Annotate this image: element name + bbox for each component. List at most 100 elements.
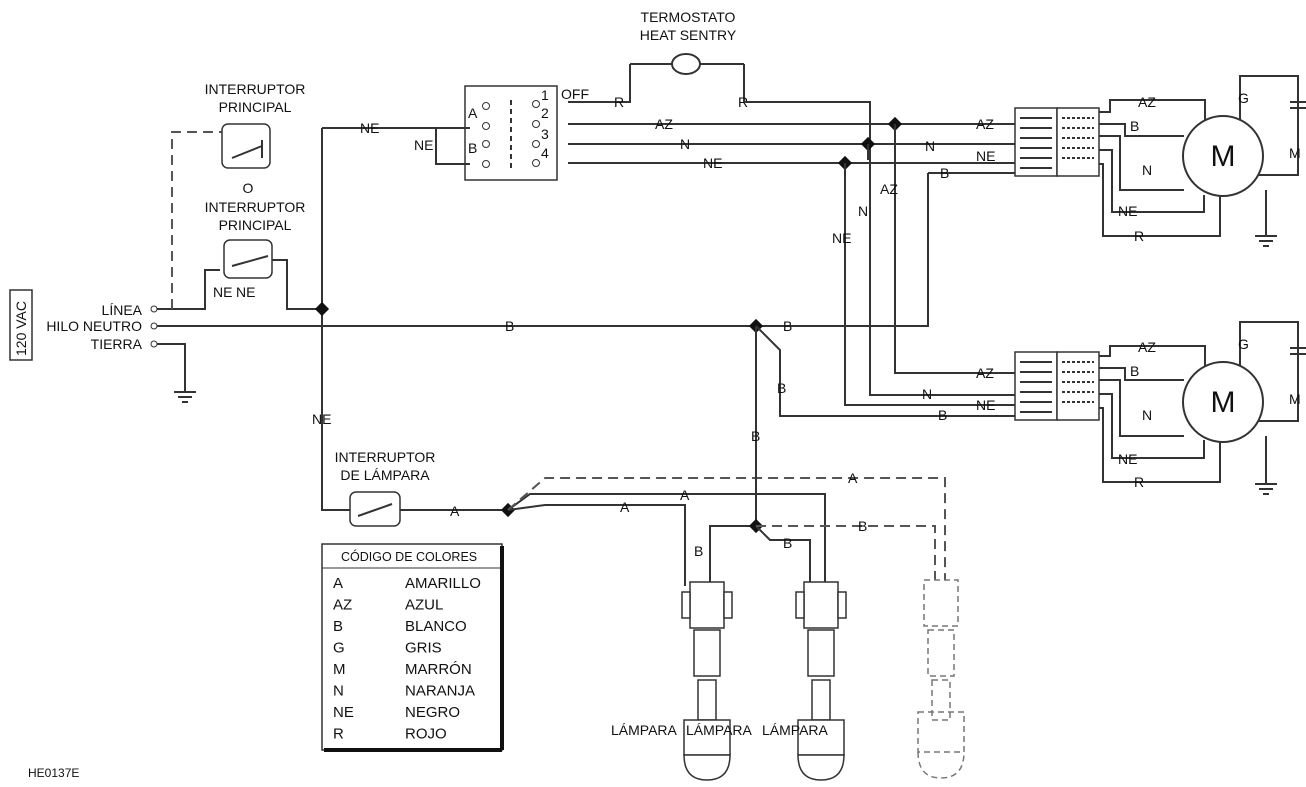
m1-b: B (1130, 118, 1139, 134)
lamp-label-3: LÁMPARA (762, 722, 829, 738)
a-wire-4: A (848, 470, 858, 486)
m1-r: R (1134, 228, 1144, 244)
r-right: R (738, 94, 748, 110)
b-wire-l3: B (858, 518, 867, 534)
n-wire-1: N (680, 136, 690, 152)
ne-wire-top: NE (360, 120, 379, 136)
m2-n: N (1142, 407, 1152, 423)
m2-az: AZ (1138, 339, 1156, 355)
n-wire-2: N (925, 138, 935, 154)
az-wire-lower: AZ (976, 365, 994, 381)
pin-2: 2 (541, 105, 549, 121)
legend-box (321, 543, 503, 751)
ne-wire-1: NE (703, 155, 722, 171)
ne-wire-lower: NE (976, 397, 995, 413)
power-supply: 120 VAC LÍNEA HILO NEUTRO TIERRA (9, 131, 755, 403)
m2-m: M (1289, 391, 1301, 407)
legend-code: R (333, 726, 344, 743)
b-wire-l1: B (694, 543, 703, 559)
selector-a: A (468, 105, 478, 121)
pin-3: 3 (541, 126, 549, 142)
ground-symbol-supply (174, 391, 196, 403)
legend-code: M (333, 661, 346, 678)
b-wire-top: B (940, 165, 949, 181)
legend-color-name: MARRÓN (405, 661, 472, 678)
legend-title: CÓDIGO DE COLORES (341, 549, 477, 564)
lamp-1 (681, 581, 733, 781)
az-wire-1: AZ (655, 116, 673, 132)
m2-b: B (1130, 363, 1139, 379)
lamp-2 (795, 581, 847, 781)
legend-code: N (333, 683, 344, 700)
b-wire-main: B (505, 318, 514, 334)
motor-2: M AZ B N NE R G M (1014, 321, 1306, 495)
b-wire-l2: B (783, 535, 792, 551)
b-wire-lower: B (777, 380, 786, 396)
selector-b: B (468, 140, 477, 156)
m1-g: G (1238, 90, 1249, 106)
m2-ne: NE (1118, 451, 1137, 467)
legend-code: G (333, 640, 345, 657)
off-label: OFF (561, 86, 589, 102)
pin-1: 1 (541, 87, 549, 103)
lamp-3-optional (917, 579, 965, 779)
lamp-label-2: LÁMPARA (686, 722, 753, 738)
voltage-label: 120 VAC (13, 301, 29, 356)
pin-4: 4 (541, 145, 549, 161)
ne-wire-v: NE (832, 230, 851, 246)
r-left: R (614, 94, 624, 110)
selector-ne: NE (414, 137, 433, 153)
a-wire-lamp: A (450, 503, 460, 519)
a-wire-3: A (680, 487, 690, 503)
motor-1-symbol: M (1211, 140, 1236, 173)
ne-label-1: NE (213, 284, 232, 300)
legend-color-name: GRIS (405, 640, 442, 657)
b-wire-main-2: B (783, 318, 792, 334)
legend-color-name: NARANJA (405, 683, 475, 700)
ne-wire-2: NE (976, 148, 995, 164)
legend-color-name: NEGRO (405, 704, 460, 721)
lamp-label-1: LÁMPARA (611, 722, 678, 738)
m1-n: N (1142, 162, 1152, 178)
legend-color-name: BLANCO (405, 618, 467, 635)
az-wire-v: AZ (880, 181, 898, 197)
legend-color-name: AZUL (405, 597, 443, 614)
legend-code: AZ (333, 597, 352, 614)
motor-1: M AZ B N NE R G M (1014, 75, 1306, 247)
m1-ne: NE (1118, 203, 1137, 219)
selector-switch: A B NE 1 2 3 4 OFF (414, 85, 589, 181)
m2-r: R (1134, 474, 1144, 490)
az-wire-2: AZ (976, 116, 994, 132)
ne-wire-mid: NE (312, 411, 331, 427)
ground-label: TIERRA (91, 336, 143, 352)
motor-2-symbol: M (1211, 386, 1236, 419)
neutral-label: HILO NEUTRO (46, 318, 142, 334)
n-wire-v: N (858, 203, 868, 219)
voltage-box (9, 289, 33, 361)
legend-color-name: ROJO (405, 726, 447, 743)
main-switch-box-2 (223, 239, 273, 279)
ne-label-2: NE (236, 284, 255, 300)
m1-m: M (1289, 145, 1301, 161)
m1-az: AZ (1138, 94, 1156, 110)
line-label: LÍNEA (102, 302, 143, 318)
legend-code: A (333, 575, 343, 592)
or-label: O (243, 180, 254, 196)
m2-g: G (1238, 336, 1249, 352)
a-wire-2: A (620, 499, 630, 515)
legend-code: B (333, 618, 343, 635)
figure-id: HE0137E (28, 766, 79, 780)
legend-code: NE (333, 704, 354, 721)
b-wire-lower-2: B (938, 407, 947, 423)
